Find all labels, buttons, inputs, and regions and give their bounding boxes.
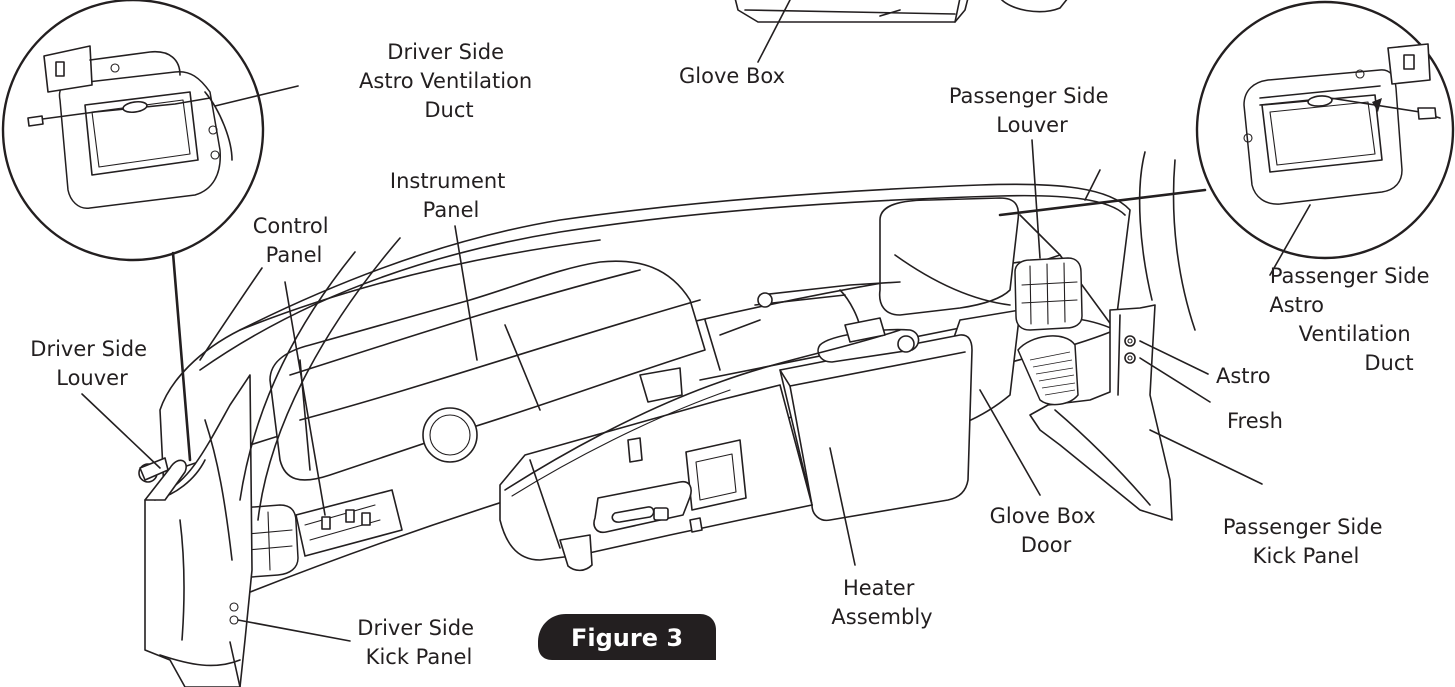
label-passenger-astro-duct: Passenger Side Astro Ventilation Duct <box>1269 264 1436 375</box>
instrument-panel-part <box>159 183 1131 613</box>
label-glove-box-door: Glove Box Door <box>990 504 1103 557</box>
heater-assembly-part <box>499 281 973 572</box>
leader-lines <box>81 0 1311 642</box>
label-driver-astro-duct: Driver Side Astro Ventilation Duct <box>359 40 539 122</box>
label-driver-kick-panel: Driver Side Kick Panel <box>357 616 480 669</box>
label-astro: Astro <box>1216 364 1271 388</box>
label-glove-box: Glove Box <box>679 64 785 88</box>
label-heater-assembly: Heater Assembly <box>831 576 932 629</box>
label-passenger-kick-panel: Passenger Side Kick Panel <box>1223 515 1389 568</box>
glove-box-part <box>734 0 1068 23</box>
passenger-duct-detail <box>1195 0 1455 260</box>
label-passenger-louver: Passenger Side Louver <box>949 84 1115 137</box>
label-control-panel: Control Panel <box>253 214 336 267</box>
figure-label: Figure 3 <box>571 624 683 652</box>
passenger-kick-panel-part <box>1017 151 1196 521</box>
figure-badge-shape <box>538 614 716 660</box>
driver-kick-panel-part <box>138 374 253 687</box>
label-driver-louver: Driver Side Louver <box>30 337 153 390</box>
passenger-louver-part <box>1014 257 1083 331</box>
label-fresh: Fresh <box>1227 409 1283 433</box>
passenger-detail-connector <box>998 188 1207 217</box>
figure-badge: Figure 3 <box>538 614 716 660</box>
driver-duct-detail <box>1 0 265 262</box>
label-instrument-panel: Instrument Panel <box>390 169 512 222</box>
driver-detail-connector <box>171 251 192 462</box>
